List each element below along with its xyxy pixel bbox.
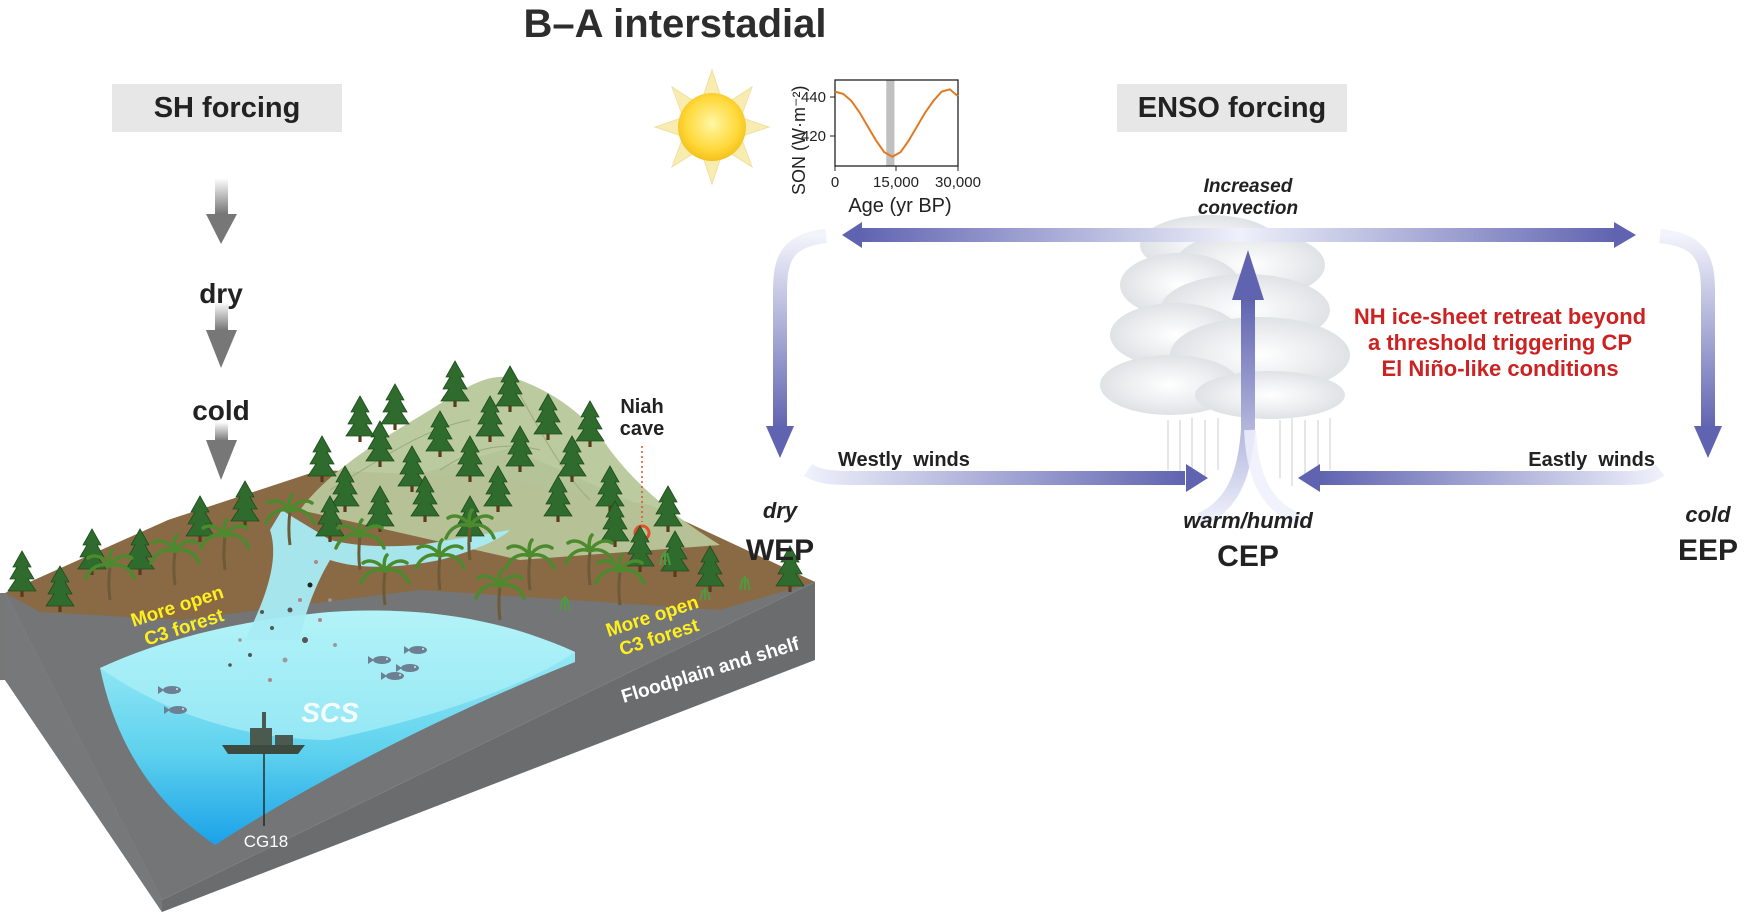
inset-ytick-440: 440 (801, 89, 826, 106)
sun-icon (653, 68, 771, 186)
cave-label: cave (620, 418, 665, 440)
wep-label: WEP (746, 534, 814, 567)
sh-cold-label: cold (192, 395, 250, 426)
inset-xtick-30000: 30,000 (935, 174, 981, 191)
sh-down-arrow-3 (206, 422, 237, 480)
eastly-winds-label: Eastly winds (1528, 449, 1655, 471)
sea-label: SCS (301, 697, 359, 728)
eep-label: EEP (1678, 534, 1738, 567)
nh-note-line3: El Niño-like conditions (1381, 356, 1618, 381)
landscape-block (0, 360, 815, 912)
nh-note-line2: a threshold triggering CP (1368, 330, 1632, 355)
sh-down-arrow-1 (206, 178, 237, 244)
cloud-icon (1100, 215, 1350, 486)
core-label: CG18 (244, 832, 288, 851)
cep-label: CEP (1217, 540, 1279, 573)
diagram-title: B–A interstadial (523, 2, 827, 46)
inset-xtick-15000: 15,000 (873, 174, 919, 191)
eep-state-label: cold (1685, 502, 1731, 527)
cep-state-label: warm/humid (1183, 508, 1313, 533)
convection-line1: Increased (1204, 176, 1293, 197)
convection-line2: convection (1198, 198, 1298, 219)
inset-xtick-0: 0 (831, 174, 839, 191)
sh-down-arrow-2 (206, 302, 237, 368)
inset-ytick-420: 420 (801, 128, 826, 145)
westly-winds-label: Westly winds (838, 449, 970, 471)
wep-state-label: dry (763, 498, 799, 523)
inset-series-line (834, 88, 959, 158)
inset-highlight-band (886, 80, 895, 166)
insolation-inset-chart: 440 420 0 15,000 30,000 Age (yr BP) SON … (789, 79, 981, 217)
niah-label: Niah (620, 396, 663, 418)
ship-icon (222, 712, 305, 826)
enso-forcing-label: ENSO forcing (1117, 84, 1347, 132)
sh-forcing-label: SH forcing (112, 84, 342, 132)
inset-xlabel: Age (yr BP) (848, 195, 951, 217)
sh-dry-label: dry (199, 278, 243, 309)
walker-circulation (766, 215, 1722, 527)
nh-note-line1: NH ice-sheet retreat beyond (1354, 304, 1646, 329)
inset-ylabel: SON (W·m⁻²) (789, 86, 809, 195)
